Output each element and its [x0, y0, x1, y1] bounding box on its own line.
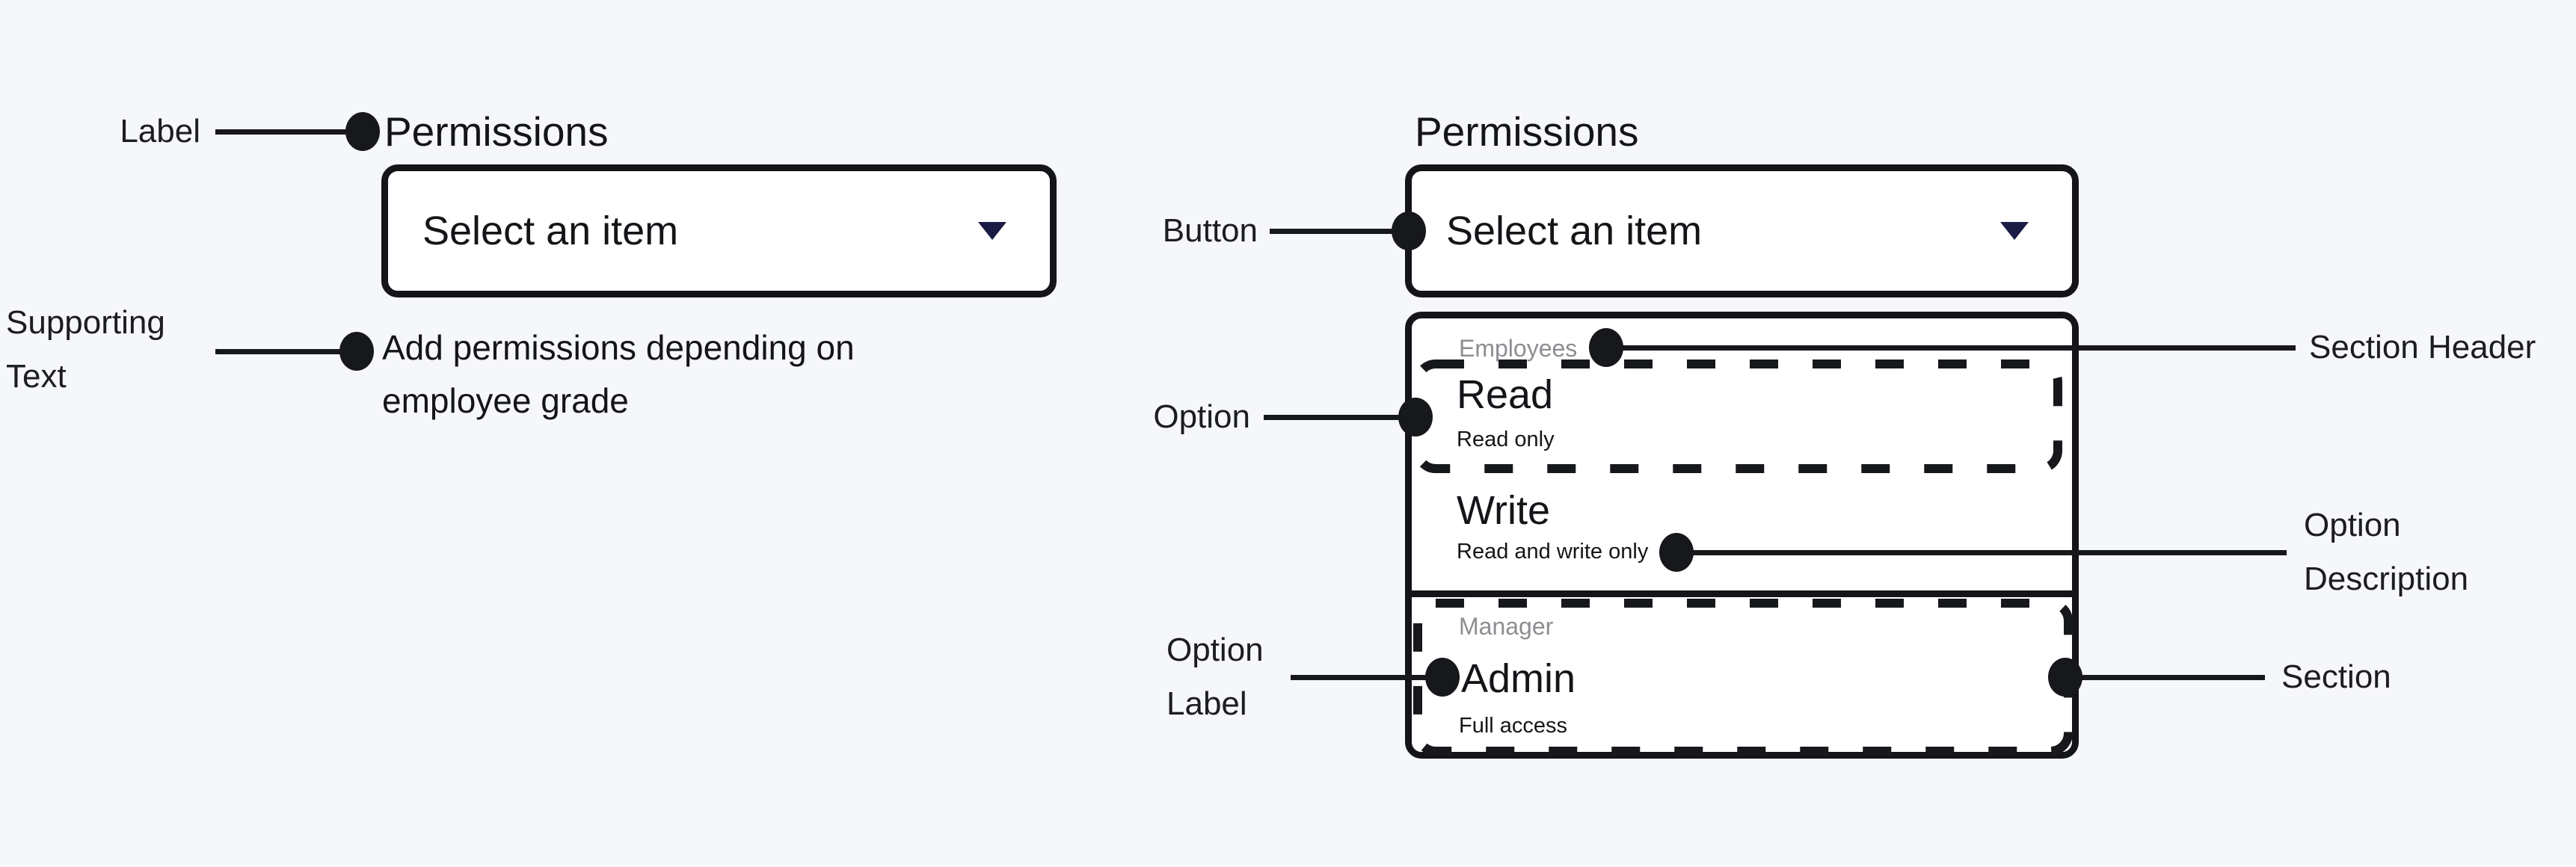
option-read[interactable]: Read Read only — [1412, 363, 2072, 483]
option-admin[interactable]: Admin Full access — [1412, 647, 2072, 752]
annotation-option-dot — [1398, 398, 1433, 436]
left-field-label: Permissions — [384, 108, 609, 155]
annotation-option-description-dot — [1659, 533, 1694, 572]
annotation-label-line — [215, 129, 347, 135]
right-select-button-value: Select an item — [1446, 209, 1703, 253]
chevron-down-icon — [2000, 222, 2029, 240]
right-field-label: Permissions — [1415, 108, 1639, 155]
annotation-option-label-line2: Label — [1166, 685, 1247, 722]
dropdown-listbox: Employees Read Read only Write Read and … — [1405, 312, 2079, 759]
option-write[interactable]: Write Read and write only — [1412, 483, 2072, 587]
annotation-supporting-text: Supporting Text — [6, 296, 165, 404]
option-read-label: Read — [1457, 372, 1554, 417]
annotation-option: Option — [1153, 398, 1250, 435]
left-supporting-text-line2: employee grade — [382, 381, 629, 420]
option-admin-label: Admin — [1461, 656, 1576, 701]
annotation-section-line — [2065, 675, 2265, 680]
annotation-option-description: Option Description — [2304, 499, 2468, 606]
annotation-option-label: Option Label — [1166, 623, 1264, 731]
annotation-label-dot — [345, 112, 380, 151]
annotation-label: Label — [120, 113, 200, 149]
annotation-option-line — [1264, 415, 1400, 420]
annotation-supporting-text-line2: Text — [6, 358, 67, 395]
annotation-option-description-line — [1676, 550, 2287, 555]
option-read-description: Read only — [1457, 428, 1555, 451]
section-header-manager: Manager — [1459, 613, 1554, 640]
annotation-section-header-dot — [1589, 328, 1623, 367]
annotation-section-dot — [2048, 658, 2082, 697]
section-highlight-dashed-box — [1413, 599, 2073, 756]
section-header-employees: Employees — [1459, 335, 1578, 362]
option-admin-description: Full access — [1459, 714, 1568, 738]
annotation-button: Button — [1162, 212, 1258, 249]
left-select-button[interactable]: Select an item — [381, 164, 1057, 297]
annotation-supporting-line — [215, 349, 341, 354]
annotation-section-header-line — [1606, 345, 2296, 351]
option-write-label: Write — [1457, 488, 1551, 533]
annotation-button-dot — [1392, 212, 1426, 250]
chevron-down-icon — [978, 222, 1006, 240]
right-select-button[interactable]: Select an item — [1405, 164, 2079, 297]
annotation-section: Section — [2281, 658, 2391, 695]
annotation-button-line — [1270, 229, 1393, 234]
left-supporting-text: Add permissions depending on employee gr… — [382, 321, 855, 428]
left-supporting-text-line1: Add permissions depending on — [382, 328, 855, 367]
annotation-option-label-dot — [1425, 658, 1460, 697]
annotation-option-label-line1: Option — [1166, 632, 1264, 668]
annotation-supporting-dot — [339, 332, 374, 371]
option-highlight-dashed-box — [1413, 360, 2062, 473]
annotation-section-header: Section Header — [2309, 329, 2536, 365]
left-select-button-value: Select an item — [422, 209, 679, 253]
annotation-supporting-text-line1: Supporting — [6, 304, 165, 341]
option-write-description: Read and write only — [1457, 540, 1649, 564]
annotation-option-description-line1: Option — [2304, 507, 2401, 543]
annotation-option-description-line2: Description — [2304, 561, 2469, 597]
section-divider — [1412, 590, 2072, 597]
annotation-option-label-line — [1291, 675, 1427, 680]
